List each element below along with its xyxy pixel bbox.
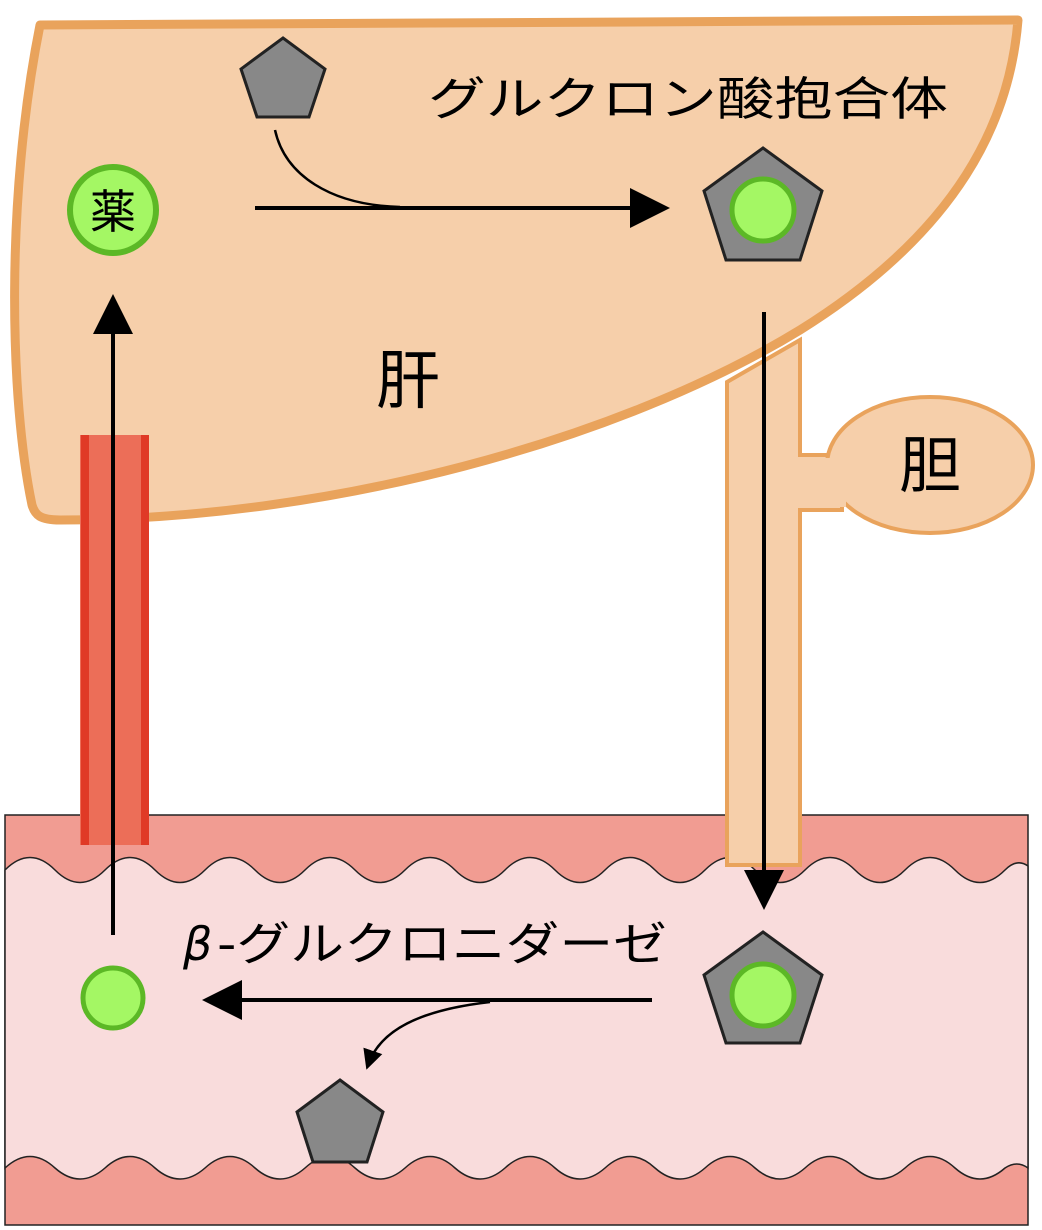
drug-molecule: 薬 <box>67 164 159 256</box>
beta-symbol: β <box>182 917 212 971</box>
liver <box>10 15 1023 525</box>
free-drug-circle <box>80 965 146 1031</box>
bile-duct-tube <box>725 336 844 867</box>
arrow-glucuronic-release <box>363 1000 491 1070</box>
drug-circle <box>67 164 159 256</box>
conjugate-drug-circle <box>729 961 797 1029</box>
intestine-lumen <box>4 856 1029 1180</box>
glucuronide-conjugate-intestine <box>702 930 824 1045</box>
drug-label: 薬 <box>90 185 136 239</box>
arrow-glucuronic-join <box>273 129 401 209</box>
enzyme-label: -グルクロニダーゼ <box>217 917 667 971</box>
liver-label: 肝 <box>376 345 440 419</box>
bile-duct <box>725 336 1035 867</box>
conjugate-drug-circle <box>729 176 797 244</box>
glucuronide-label: グルクロン酸抱合体 <box>428 72 948 126</box>
gallbladder-label: 胆 <box>899 429 961 502</box>
intestine <box>4 814 1029 1226</box>
released-glucuronic-acid-pentagon <box>295 1078 385 1164</box>
glucuronic-acid-pentagon <box>239 36 327 119</box>
glucuronide-conjugate-liver <box>702 146 824 262</box>
